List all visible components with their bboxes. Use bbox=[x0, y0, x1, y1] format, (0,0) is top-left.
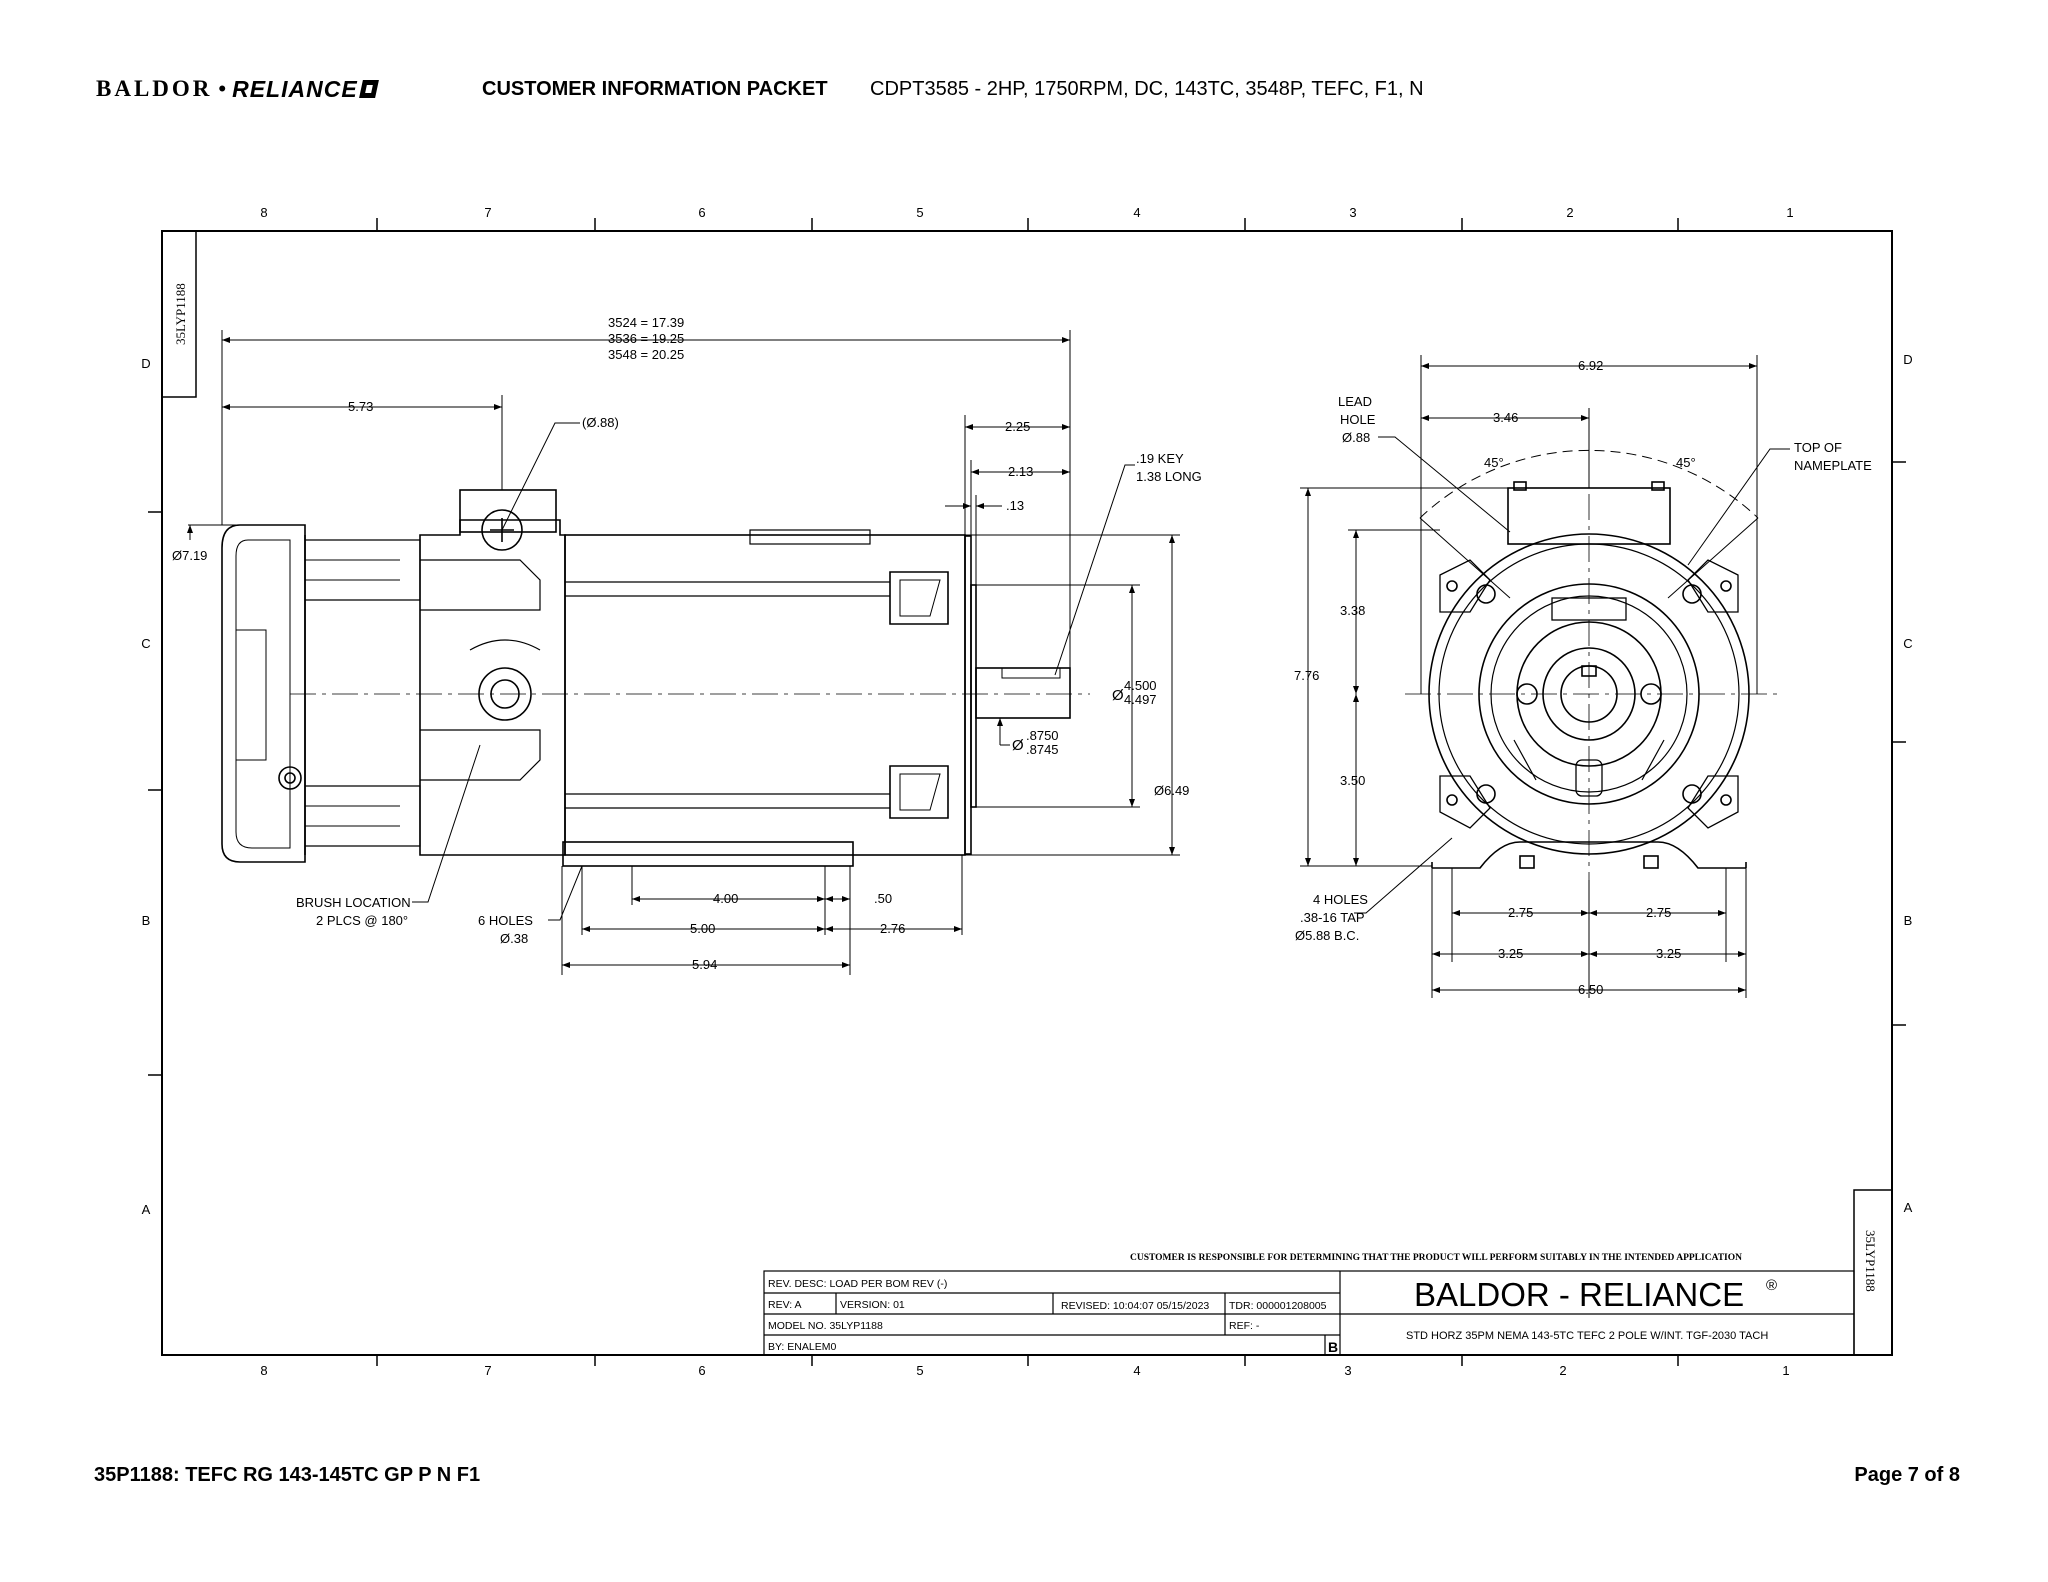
version: VERSION: 01 bbox=[840, 1299, 905, 1311]
zone-col-7-bottom: 7 bbox=[484, 1363, 491, 1378]
zone-row-b: B bbox=[142, 913, 151, 928]
dim-3-25-right: 3.25 bbox=[1656, 946, 1681, 961]
zone-col-3-bottom: 3 bbox=[1344, 1363, 1351, 1378]
packet-title: CUSTOMER INFORMATION PACKET bbox=[482, 78, 828, 100]
rev-desc: REV. DESC: LOAD PER BOM REV (-) bbox=[768, 1278, 947, 1290]
dim-0-13: .13 bbox=[1006, 498, 1024, 513]
zone-col-5: 5 bbox=[916, 205, 923, 220]
drawing-description: STD HORZ 35PM NEMA 143-5TC TEFC 2 POLE W… bbox=[1406, 1330, 1768, 1342]
logo-reliance: RELIANCE bbox=[232, 75, 358, 102]
registered-mark: ® bbox=[1766, 1277, 1777, 1294]
dia-6-49: Ø6.49 bbox=[1154, 783, 1189, 798]
brand-logo: BALDOR • RELIANCE bbox=[96, 74, 379, 104]
zone-col-8-bottom: 8 bbox=[260, 1363, 267, 1378]
brush-label-2: 2 PLCS @ 180° bbox=[316, 913, 408, 928]
zone-col-2: 2 bbox=[1566, 205, 1573, 220]
dim-0-50: .50 bbox=[874, 891, 892, 906]
zone-col-5-bottom: 5 bbox=[916, 1363, 923, 1378]
holes-label-2: Ø.38 bbox=[500, 931, 528, 946]
dim-2-75-left: 2.75 bbox=[1508, 905, 1533, 920]
ref: REF: - bbox=[1229, 1320, 1260, 1332]
page-number: Page 7 of 8 bbox=[1854, 1464, 1960, 1486]
zone-col-7: 7 bbox=[484, 205, 491, 220]
logo-dot: • bbox=[218, 76, 227, 101]
tap-holes-2: .38-16 TAP bbox=[1300, 910, 1365, 925]
zone-row-c-right: C bbox=[1903, 636, 1912, 651]
shaft-top: .8750 bbox=[1026, 728, 1059, 743]
zone-col-2-bottom: 2 bbox=[1559, 1363, 1566, 1378]
drawing-border bbox=[161, 230, 1893, 1356]
sheet-size: B bbox=[1328, 1339, 1338, 1355]
side-view bbox=[221, 489, 1071, 867]
zone-col-4: 4 bbox=[1133, 205, 1140, 220]
zone-row-a-right: A bbox=[1904, 1200, 1913, 1215]
dim-3-46: 3.46 bbox=[1493, 410, 1518, 425]
pilot-top: 4.500 bbox=[1124, 678, 1157, 693]
lead-hole-2: HOLE bbox=[1340, 412, 1376, 427]
zone-col-1-bottom: 1 bbox=[1782, 1363, 1789, 1378]
disclaimer: CUSTOMER IS RESPONSIBLE FOR DETERMINING … bbox=[1130, 1253, 1742, 1263]
zone-ticks bbox=[148, 218, 1906, 1366]
tap-holes-3: Ø5.88 B.C. bbox=[1295, 928, 1359, 943]
company-name: BALDOR - RELIANCE bbox=[1414, 1276, 1744, 1313]
lead-hole-3: Ø.88 bbox=[1342, 430, 1370, 445]
dim-5-94: 5.94 bbox=[692, 957, 717, 972]
length-3536: 3536 = 19.25 bbox=[608, 331, 684, 346]
zone-row-b-right: B bbox=[1904, 913, 1913, 928]
holes-label-1: 6 HOLES bbox=[478, 913, 533, 928]
drawing-id-top: 35LYP1188 bbox=[173, 283, 188, 345]
zone-row-d-right: D bbox=[1903, 352, 1912, 367]
lead-hole-1: LEAD bbox=[1338, 394, 1372, 409]
pilot-bottom: 4.497 bbox=[1124, 692, 1157, 707]
by: BY: ENALEM0 bbox=[768, 1341, 836, 1353]
dim-5-00: 5.00 bbox=[690, 921, 715, 936]
key-label-1: .19 KEY bbox=[1136, 451, 1184, 466]
dim-5-73: 5.73 bbox=[348, 399, 373, 414]
angle-left: 45° bbox=[1484, 455, 1504, 470]
zone-col-8: 8 bbox=[260, 205, 267, 220]
dim-4-00: 4.00 bbox=[713, 891, 738, 906]
zone-row-a: A bbox=[142, 1202, 151, 1217]
angle-right: 45° bbox=[1676, 455, 1696, 470]
dim-7-76: 7.76 bbox=[1294, 668, 1319, 683]
nameplate-2: NAMEPLATE bbox=[1794, 458, 1872, 473]
dim-2-13: 2.13 bbox=[1008, 464, 1033, 479]
revised: REVISED: 10:04:07 05/15/2023 bbox=[1061, 1300, 1209, 1312]
dim-3-25-left: 3.25 bbox=[1498, 946, 1523, 961]
nameplate-1: TOP OF bbox=[1794, 440, 1842, 455]
dim-6-92: 6.92 bbox=[1578, 358, 1603, 373]
length-3548: 3548 = 20.25 bbox=[608, 347, 684, 362]
zone-col-4-bottom: 4 bbox=[1133, 1363, 1140, 1378]
brush-label-1: BRUSH LOCATION bbox=[296, 895, 411, 910]
tap-holes-1: 4 HOLES bbox=[1313, 892, 1368, 907]
key-label-2: 1.38 LONG bbox=[1136, 469, 1202, 484]
zone-col-6: 6 bbox=[698, 205, 705, 220]
zone-col-6-bottom: 6 bbox=[698, 1363, 705, 1378]
conduit-label: (Ø.88) bbox=[582, 415, 619, 430]
tdr: TDR: 000001208005 bbox=[1229, 1300, 1327, 1312]
pilot-prefix: Ø bbox=[1112, 687, 1124, 704]
shaft-prefix: Ø bbox=[1012, 737, 1024, 754]
zone-col-1: 1 bbox=[1786, 205, 1793, 220]
drawing-id-bottom: 35LYP1188 bbox=[1863, 1230, 1878, 1292]
zone-row-d: D bbox=[141, 356, 150, 371]
dim-2-75-right: 2.75 bbox=[1646, 905, 1671, 920]
footer-model: 35P1188: TEFC RG 143-145TC GP P N F1 bbox=[94, 1464, 481, 1486]
zone-row-c: C bbox=[141, 636, 150, 651]
dim-2-76: 2.76 bbox=[880, 921, 905, 936]
logo-baldor: BALDOR bbox=[96, 76, 213, 101]
rev: REV: A bbox=[768, 1299, 801, 1311]
dia-7-19: Ø7.19 bbox=[172, 548, 207, 563]
dim-3-38: 3.38 bbox=[1340, 603, 1365, 618]
shaft-bottom: .8745 bbox=[1026, 742, 1059, 757]
zone-col-3: 3 bbox=[1349, 205, 1356, 220]
title-block bbox=[763, 1270, 1855, 1356]
dim-3-50: 3.50 bbox=[1340, 773, 1365, 788]
length-3524: 3524 = 17.39 bbox=[608, 315, 684, 330]
dim-6-50: 6.50 bbox=[1578, 982, 1603, 997]
dim-2-25: 2.25 bbox=[1005, 419, 1030, 434]
model-no: MODEL NO. 35LYP1188 bbox=[768, 1320, 883, 1332]
product-description: CDPT3585 - 2HP, 1750RPM, DC, 143TC, 3548… bbox=[870, 78, 1424, 100]
